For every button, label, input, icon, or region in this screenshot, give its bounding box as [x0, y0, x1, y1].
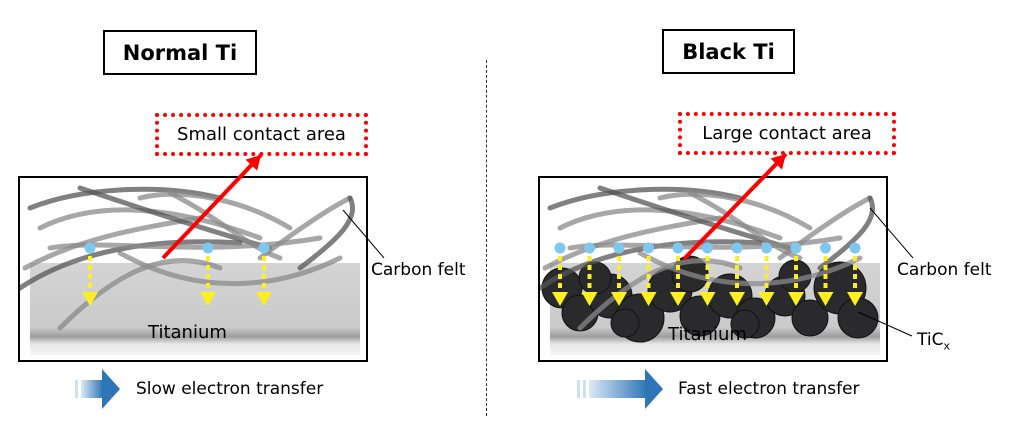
carbon-fiber [57, 258, 223, 331]
title-normal-ti: Normal Ti [103, 30, 257, 75]
electron-dot [584, 242, 595, 254]
electron-dot [702, 242, 713, 254]
carbon-fiber [817, 195, 876, 271]
electron-dot [258, 242, 270, 254]
tic-label: TiCx [917, 330, 950, 352]
electron-dot [731, 242, 743, 254]
transfer-arrow-icon [75, 369, 120, 409]
contact-area-label: Small contact area [155, 113, 368, 156]
electron-arrowhead [256, 292, 272, 306]
tic-particle [837, 297, 879, 339]
titanium-label: Titanium [668, 324, 747, 345]
electron-arrowhead [817, 292, 834, 306]
carbon-fiber [637, 250, 863, 287]
electron-dot [643, 242, 654, 254]
tic-particle [610, 308, 640, 338]
electron-arrowhead [758, 292, 775, 306]
electron-arrowhead [581, 292, 598, 306]
electron-arrowhead [699, 292, 716, 306]
scene-black-ti: Titanium [538, 176, 888, 362]
tic-label-main: TiC [917, 330, 944, 350]
electron-dot [761, 242, 772, 254]
title-black-ti: Black Ti [662, 29, 795, 74]
electron-dot [672, 242, 684, 254]
carbon-fiber [297, 195, 356, 271]
tic-particle [730, 309, 760, 339]
electron-arrowhead [729, 292, 745, 306]
electron-dot [820, 242, 831, 254]
electron-dot [849, 242, 861, 254]
electron-arrowhead [552, 292, 568, 306]
electron-dot [554, 242, 566, 254]
slow-transfer-legend: Slow electron transfer [74, 368, 323, 410]
electron-arrowhead [788, 292, 804, 306]
electron-dot [84, 242, 96, 254]
carbon-felt-label: Carbon felt [371, 260, 466, 280]
tic-label-sub: x [943, 339, 950, 353]
panel-divider [486, 60, 487, 416]
carbon-fiber [117, 250, 343, 287]
slow-transfer-text: Slow electron transfer [136, 379, 324, 399]
fast-transfer-text: Fast electron transfer [678, 379, 860, 399]
electron-dot [202, 242, 214, 254]
electron-dot [790, 242, 802, 254]
titanium-label: Titanium [148, 322, 227, 343]
tic-particle [791, 299, 829, 337]
transfer-arrow-icon [577, 369, 663, 409]
electron-arrowhead [611, 292, 627, 306]
contact-area-label: Large contact area [678, 112, 896, 155]
electron-arrowhead [200, 292, 216, 306]
fast-transfer-legend: Fast electron transfer [576, 368, 860, 410]
panel-black-ti: Black Ti Large contact area Titanium Car… [490, 0, 1010, 434]
panel-normal-ti: Normal Ti Small contact area Titanium Ca… [0, 0, 490, 434]
electron-dot [613, 242, 625, 254]
electron-arrowhead [82, 292, 98, 306]
carbon-fiber [577, 258, 743, 331]
scene-illustration [540, 185, 880, 355]
electron-arrowhead [847, 292, 863, 306]
electron-arrowhead [640, 292, 657, 306]
carbon-fiber [257, 195, 353, 261]
electron-arrowhead [670, 292, 686, 306]
carbon-felt-label: Carbon felt [897, 260, 992, 280]
scene-normal-ti: Titanium [18, 176, 368, 362]
